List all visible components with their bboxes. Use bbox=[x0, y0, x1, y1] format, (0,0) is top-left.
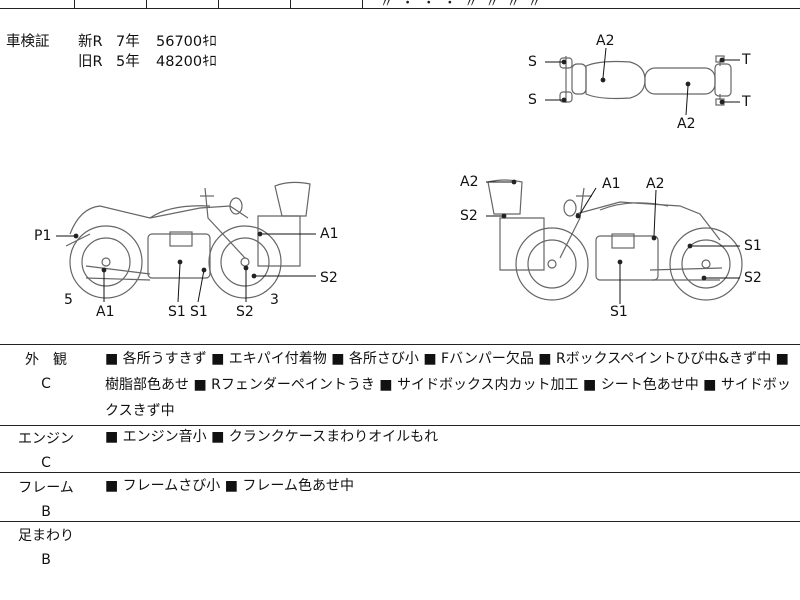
registration-grade: 新R bbox=[78, 34, 103, 50]
callout-label: A1 bbox=[320, 226, 339, 242]
top-divider bbox=[146, 0, 147, 8]
inspection-remarks: ■ エンジン音小 ■ クランクケースまわりオイルもれ bbox=[105, 429, 439, 445]
top-divider bbox=[74, 0, 75, 8]
callout-label: S1 bbox=[190, 304, 208, 320]
category-grade: C bbox=[41, 376, 51, 392]
callout-label: P1 bbox=[34, 228, 52, 244]
registration-block: 車検証 新R 7年 56700ｷﾛ 旧R 5年 48200ｷﾛ bbox=[6, 32, 217, 72]
registration-years: 7年 bbox=[116, 34, 140, 50]
callout-label: S1 bbox=[744, 238, 762, 254]
callout-label: S2 bbox=[460, 208, 478, 224]
callout-label: T bbox=[742, 52, 751, 68]
category-label: 足まわり bbox=[18, 528, 74, 544]
callout-label: 3 bbox=[270, 292, 279, 308]
callout-label: A2 bbox=[596, 33, 615, 49]
top-table-edge: 〃 ・ ・ ・ 〃 〃 〃 〃 bbox=[0, 0, 800, 11]
callout-label: S2 bbox=[320, 270, 338, 286]
category-label: フレーム bbox=[18, 480, 74, 496]
right-view-bike bbox=[487, 179, 743, 301]
top-fragment-text: 〃 ・ ・ ・ 〃 〃 〃 〃 bbox=[380, 0, 543, 11]
damage-diagram-section: 車検証 新R 7年 56700ｷﾛ 旧R 5年 48200ｷﾛ bbox=[0, 8, 800, 345]
callout-label: S2 bbox=[744, 270, 762, 286]
category-label: エンジン bbox=[18, 431, 74, 447]
callout-label: A1 bbox=[602, 176, 621, 192]
callout-label: A1 bbox=[96, 304, 115, 320]
inspection-remarks: ■ フレームさび小 ■ フレーム色あせ中 bbox=[105, 478, 354, 494]
category-grade: B bbox=[41, 504, 51, 520]
registration-grade: 旧R bbox=[78, 54, 103, 70]
callout-leaders bbox=[56, 47, 740, 304]
registration-row: 車検証 新R 7年 56700ｷﾛ bbox=[6, 32, 217, 52]
category-label: 外 観 bbox=[25, 352, 67, 368]
callout-label: S bbox=[528, 54, 537, 70]
inspection-row-exterior: 外 観 C ■ 各所うすきず ■ エキパイ付着物 ■ 各所さび小 ■ Fバンパー… bbox=[0, 345, 800, 426]
callout-label: A2 bbox=[646, 176, 665, 192]
callout-label: S1 bbox=[168, 304, 186, 320]
callout-label: S bbox=[528, 92, 537, 108]
callout-label: 5 bbox=[64, 292, 73, 308]
inspection-row-engine: エンジン C ■ エンジン音小 ■ クランクケースまわりオイルもれ bbox=[0, 426, 800, 473]
callout-label: T bbox=[742, 94, 751, 110]
registration-mileage: 56700ｷﾛ bbox=[156, 34, 217, 50]
category-grade: B bbox=[41, 552, 51, 568]
motorcycle-diagram bbox=[56, 47, 743, 304]
inspection-category: フレーム B bbox=[0, 476, 92, 524]
registration-years: 5年 bbox=[116, 54, 140, 70]
inspection-category: 外 観 C bbox=[0, 348, 92, 396]
callout-dots bbox=[73, 57, 725, 281]
inspection-remarks: ■ 各所うすきず ■ エキパイ付着物 ■ 各所さび小 ■ Fバンパー欠品 ■ R… bbox=[105, 351, 791, 419]
category-grade: C bbox=[41, 455, 51, 471]
inspection-category: エンジン C bbox=[0, 427, 92, 475]
inspection-row-frame: フレーム B ■ フレームさび小 ■ フレーム色あせ中 bbox=[0, 473, 800, 522]
top-divider bbox=[362, 0, 363, 8]
callout-label: S2 bbox=[236, 304, 254, 320]
top-divider bbox=[290, 0, 291, 8]
inspection-row-suspension: 足まわり B bbox=[0, 522, 800, 600]
top-view-bike bbox=[559, 55, 732, 106]
callout-label: S1 bbox=[610, 304, 628, 320]
inspection-category: 足まわり B bbox=[0, 524, 92, 572]
registration-row: 旧R 5年 48200ｷﾛ bbox=[6, 52, 217, 72]
callout-label: A2 bbox=[460, 174, 479, 190]
callout-label: A2 bbox=[677, 116, 696, 132]
registration-mileage: 48200ｷﾛ bbox=[156, 54, 217, 70]
left-view-bike bbox=[65, 181, 311, 299]
top-divider bbox=[218, 0, 219, 8]
registration-label: 車検証 bbox=[6, 34, 50, 50]
